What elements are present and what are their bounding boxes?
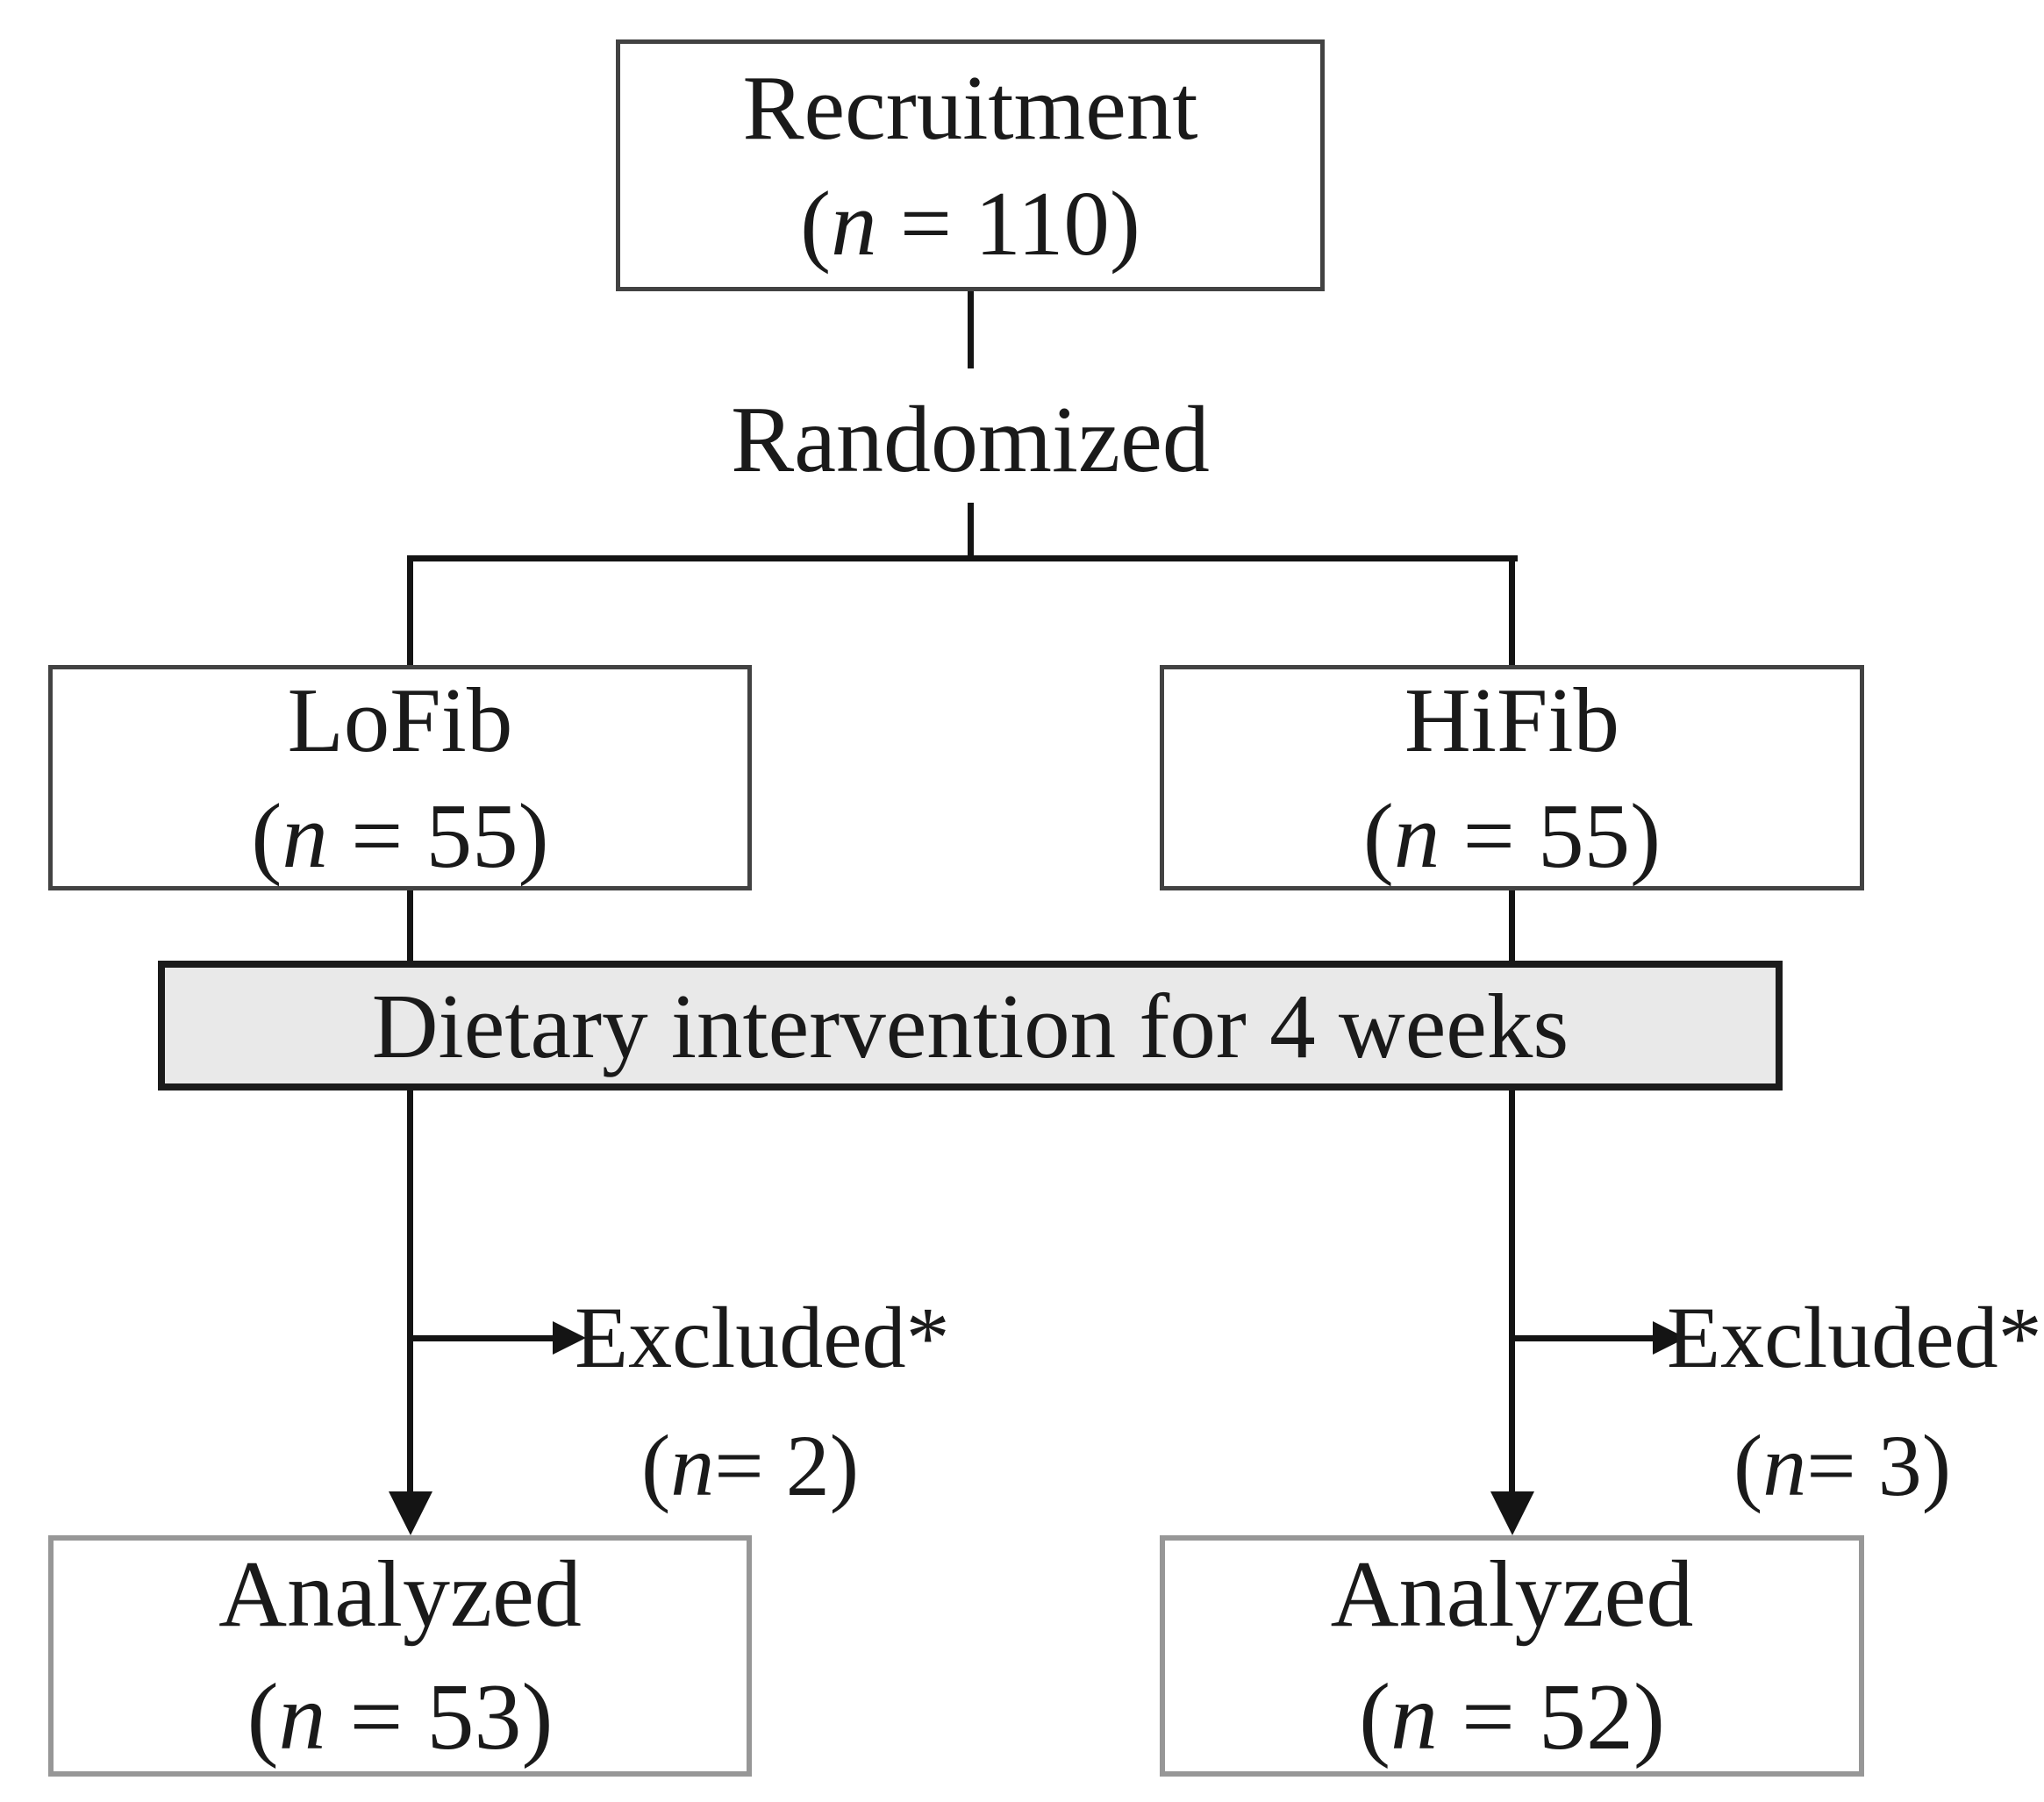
split-line <box>407 555 1518 561</box>
excluded-right-n: (n= 3) <box>1733 1417 1951 1514</box>
connector-hifib-bar <box>1509 890 1515 961</box>
excluded-right: Excluded* (n= 3) <box>1667 1274 2042 1530</box>
connector-randomized-split <box>968 503 974 561</box>
randomized-label: Randomized <box>731 388 1210 492</box>
analyzed-left-label: Analyzed <box>218 1541 582 1647</box>
hifib-label: HiFib <box>1404 668 1620 771</box>
connector-lofib-bar <box>407 890 413 961</box>
analyzed-left-n: (n = 53) <box>247 1664 554 1770</box>
analyzed-right-n: (n = 52) <box>1359 1664 1665 1770</box>
excluded-right-label: Excluded* <box>1667 1289 2042 1386</box>
excluded-left-n: (n= 2) <box>640 1417 859 1514</box>
excluded-arrow-right <box>1512 1335 1654 1341</box>
connector-bar-analyzed-right <box>1509 1090 1515 1496</box>
connector-recruitment-randomized <box>968 291 974 368</box>
analyzed-right-box: Analyzed (n = 52) <box>1160 1535 1864 1777</box>
intervention-label: Dietary intervention for 4 weeks <box>371 974 1569 1077</box>
down-arrow-icon <box>389 1491 432 1535</box>
analyzed-right-label: Analyzed <box>1330 1541 1694 1647</box>
split-stub-right <box>1509 555 1515 665</box>
recruitment-label: Recruitment <box>742 55 1198 159</box>
right-arrow-icon <box>1653 1321 1686 1355</box>
excluded-left-label: Excluded* <box>575 1289 950 1386</box>
excluded-arrow-left <box>410 1335 554 1341</box>
split-stub-left <box>407 555 413 665</box>
recruitment-n: (n = 110) <box>800 171 1140 275</box>
hifib-box: HiFib (n = 55) <box>1160 665 1864 890</box>
hifib-n: (n = 55) <box>1362 783 1662 887</box>
recruitment-box: Recruitment (n = 110) <box>616 39 1325 291</box>
lofib-label: LoFib <box>287 668 513 771</box>
analyzed-left-box: Analyzed (n = 53) <box>48 1535 752 1777</box>
lofib-n: (n = 55) <box>251 783 549 887</box>
connector-bar-analyzed-left <box>407 1090 413 1496</box>
down-arrow-icon <box>1490 1491 1534 1535</box>
intervention-bar: Dietary intervention for 4 weeks <box>158 961 1783 1090</box>
excluded-left: Excluded* (n= 2) <box>575 1274 950 1530</box>
lofib-box: LoFib (n = 55) <box>48 665 752 890</box>
right-arrow-icon <box>553 1321 586 1355</box>
